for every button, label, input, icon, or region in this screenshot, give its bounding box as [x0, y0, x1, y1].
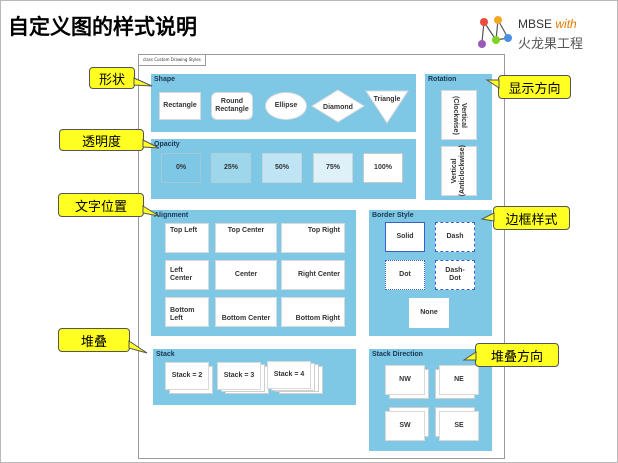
shape-panel[interactable]: Shape Rectangle Round Rectangle Ellipse … [151, 74, 416, 132]
shape-triangle-label: Triangle [374, 96, 401, 103]
border-style-panel-title: Border Style [372, 212, 414, 219]
stack-direction-panel[interactable]: Stack Direction NW NE SW SE [369, 349, 492, 451]
shape-ellipse[interactable]: Ellipse [265, 92, 307, 120]
opacity-sample-75[interactable]: 75% [313, 153, 353, 183]
callout-border-style: 边框样式 [480, 206, 570, 230]
callout-rotation: 显示方向 [485, 75, 571, 99]
align-right-center[interactable]: Right Center [281, 260, 345, 290]
rotation-vertical-clockwise[interactable]: Vertical (Clockwise) [441, 90, 477, 140]
callout-stack: 堆叠 [58, 328, 148, 354]
logo: MBSE with 火龙果工程 [476, 14, 606, 54]
shape-diamond-label: Diamond [323, 104, 353, 111]
border-none[interactable]: None [409, 298, 449, 328]
opacity-sample-50[interactable]: 50% [262, 153, 302, 183]
shape-diamond[interactable]: Diamond [311, 89, 365, 123]
alignment-panel-title: Alignment [154, 212, 189, 219]
rotation-clockwise-label: Vertical (Clockwise) [452, 95, 468, 135]
align-bottom-left[interactable]: Bottom Left [165, 297, 209, 327]
shape-rectangle[interactable]: Rectangle [159, 92, 201, 120]
border-style-panel[interactable]: Border Style Solid Dash Dot Dash- Dot No… [369, 210, 492, 336]
opacity-panel[interactable]: Opacity 0% 25% 50% 75% 100% [151, 139, 416, 199]
logo-subtitle: 火龙果工程 [518, 37, 584, 52]
rotation-vertical-anticlockwise[interactable]: Vertical (Anticlockwise) [441, 145, 477, 197]
stack-3[interactable]: Stack = 3 [217, 362, 261, 390]
opacity-panel-title: Opacity [154, 141, 180, 148]
align-center[interactable]: Center [215, 260, 277, 290]
opacity-sample-100[interactable]: 100% [363, 153, 403, 183]
stack-direction-panel-title: Stack Direction [372, 351, 423, 358]
border-dash-dot[interactable]: Dash- Dot [435, 260, 475, 290]
diagram-tab[interactable]: class Custom Drawing Styles [139, 55, 206, 66]
logo-brand: MBSE with [518, 17, 577, 31]
stack-panel-title: Stack [156, 351, 175, 358]
page-title: 自定义图的样式说明 [8, 15, 197, 39]
callout-opacity: 透明度 [59, 129, 160, 151]
diagram-canvas[interactable]: class Custom Drawing Styles Shape Rectan… [138, 54, 505, 459]
stack-4[interactable]: Stack = 4 [267, 361, 311, 389]
shape-round-rectangle[interactable]: Round Rectangle [211, 92, 253, 120]
align-top-right[interactable]: Top Right [281, 223, 345, 253]
opacity-sample-0[interactable]: 0% [161, 153, 201, 183]
rotation-panel-title: Rotation [428, 76, 457, 83]
alignment-panel[interactable]: Alignment Top Left Top Center Top Right … [151, 210, 356, 336]
align-top-left[interactable]: Top Left [165, 223, 209, 253]
border-dash[interactable]: Dash [435, 222, 475, 252]
stack-direction-nw[interactable]: NW [385, 365, 425, 395]
align-top-center[interactable]: Top Center [215, 223, 277, 253]
callout-stack-direction: 堆叠方向 [462, 343, 559, 367]
stack-direction-sw[interactable]: SW [385, 411, 425, 441]
align-bottom-right[interactable]: Bottom Right [281, 297, 345, 327]
opacity-sample-25[interactable]: 25% [211, 153, 251, 183]
callout-text-position: 文字位置 [58, 193, 160, 217]
border-dot[interactable]: Dot [385, 260, 425, 290]
stack-2[interactable]: Stack = 2 [165, 362, 209, 390]
rotation-panel[interactable]: Rotation Vertical (Clockwise) Vertical (… [425, 74, 492, 200]
stack-direction-se[interactable]: SE [439, 411, 479, 441]
align-left-center[interactable]: Left Center [165, 260, 209, 290]
callout-shape: 形状 [89, 67, 153, 89]
border-solid[interactable]: Solid [385, 222, 425, 252]
stack-panel[interactable]: Stack Stack = 2 Stack = 3 Stack = 4 [153, 349, 356, 405]
shape-panel-title: Shape [154, 76, 176, 83]
rotation-anticlockwise-label: Vertical (Anticlockwise) [450, 145, 466, 197]
logo-network-icon [478, 16, 512, 48]
align-bottom-center[interactable]: Bottom Center [215, 297, 277, 327]
shape-triangle[interactable]: Triangle [365, 88, 409, 124]
stack-direction-ne[interactable]: NE [439, 365, 479, 395]
